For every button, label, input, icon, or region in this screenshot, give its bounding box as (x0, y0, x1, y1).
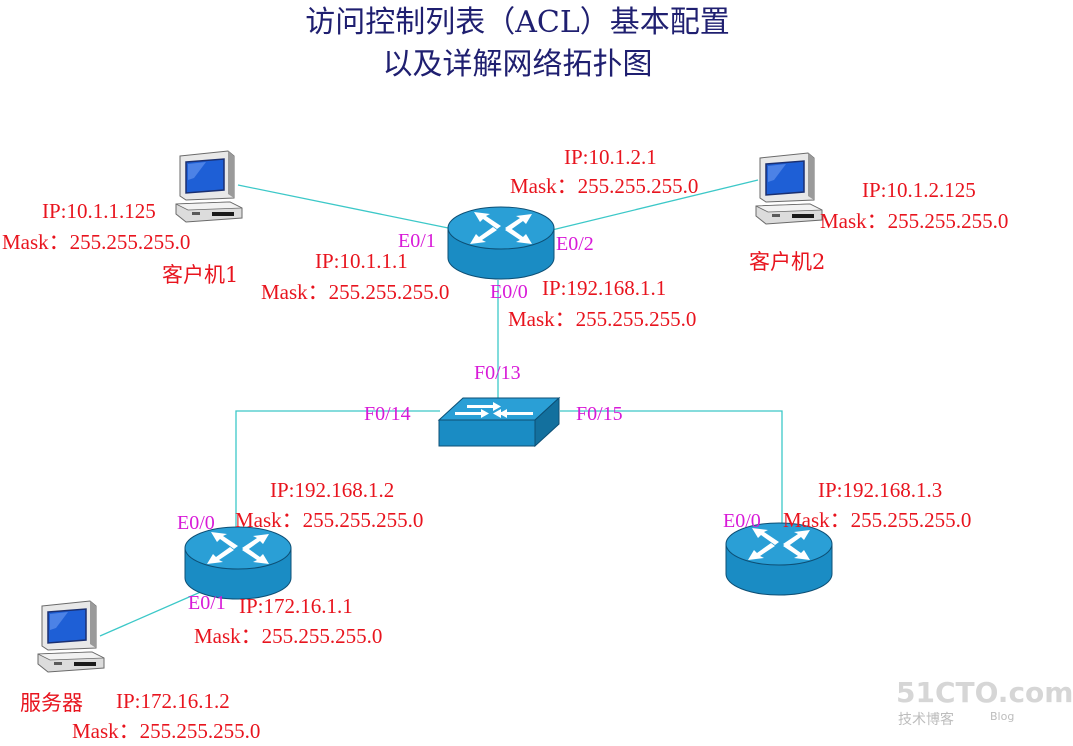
client2-name: 客户机2 (749, 250, 826, 274)
router1-e0-1-port: E0/1 (398, 230, 436, 252)
router1-e0-2-mask: Mask：255.255.255.0 (510, 174, 699, 198)
client2-mask: Mask：255.255.255.0 (820, 209, 1009, 233)
router1-e0-2-port: E0/2 (556, 233, 594, 255)
switch-f0-15-port: F0/15 (576, 403, 623, 425)
switch-icon (437, 396, 561, 448)
router2-e0-1-port: E0/1 (188, 592, 226, 614)
router2-e0-0-mask: Mask：255.255.255.0 (235, 508, 424, 532)
switch-f0-13-port: F0/13 (474, 362, 521, 384)
router3-e0-0-port: E0/0 (723, 510, 761, 532)
router1-e0-1-mask: Mask：255.255.255.0 (261, 280, 450, 304)
link-client1-router1 (237, 184, 459, 231)
switch-f0-14-port: F0/14 (364, 403, 411, 425)
server-name: 服务器 (20, 691, 83, 715)
router1-e0-0-mask: Mask：255.255.255.0 (508, 307, 697, 331)
client1-mask: Mask：255.255.255.0 (2, 230, 191, 254)
router1-e0-2-ip: IP:10.1.2.1 (564, 145, 657, 169)
link-switch-router2 (235, 410, 440, 535)
router1-e0-0-port: E0/0 (490, 281, 528, 303)
router2-e0-0-port: E0/0 (177, 512, 215, 534)
router3-e0-0-ip: IP:192.168.1.3 (818, 478, 943, 502)
router3-icon (725, 522, 833, 596)
client1-pc-icon (175, 150, 243, 223)
router2-icon (184, 526, 292, 600)
client1-name: 客户机1 (162, 263, 239, 287)
router2-e0-1-ip: IP:172.16.1.1 (239, 594, 353, 618)
link-switch-router3 (560, 410, 783, 532)
title-line-2: 以及详解网络拓扑图 (382, 47, 653, 82)
server-pc-icon (37, 600, 105, 673)
title-line-1: 访问控制列表（ACL）基本配置 (305, 5, 730, 40)
server-mask: Mask：255.255.255.0 (72, 719, 261, 743)
watermark-subtitle: 技术博客 (898, 712, 954, 728)
client1-ip: IP:10.1.1.125 (42, 199, 156, 223)
router1-icon (447, 206, 555, 280)
server-ip: IP:172.16.1.2 (116, 689, 230, 713)
link-client2-router1 (551, 179, 759, 231)
links-layer (99, 179, 783, 637)
watermark-blog: Blog (990, 710, 1015, 723)
client2-ip: IP:10.1.2.125 (862, 178, 976, 202)
link-router2-server (99, 586, 213, 637)
router2-e0-1-mask: Mask：255.255.255.0 (194, 624, 383, 648)
topology-diagram: 访问控制列表（ACL）基本配置 以及详解网络拓扑图 IP:10.1.1.125 … (2, 5, 1073, 743)
router3-e0-0-mask: Mask：255.255.255.0 (783, 508, 972, 532)
router1-e0-1-ip: IP:10.1.1.1 (315, 249, 408, 273)
router2-e0-0-ip: IP:192.168.1.2 (270, 478, 395, 502)
router1-e0-0-ip: IP:192.168.1.1 (542, 276, 667, 300)
client2-pc-icon (755, 152, 823, 225)
watermark-logo: 51CTO.com (896, 676, 1073, 709)
